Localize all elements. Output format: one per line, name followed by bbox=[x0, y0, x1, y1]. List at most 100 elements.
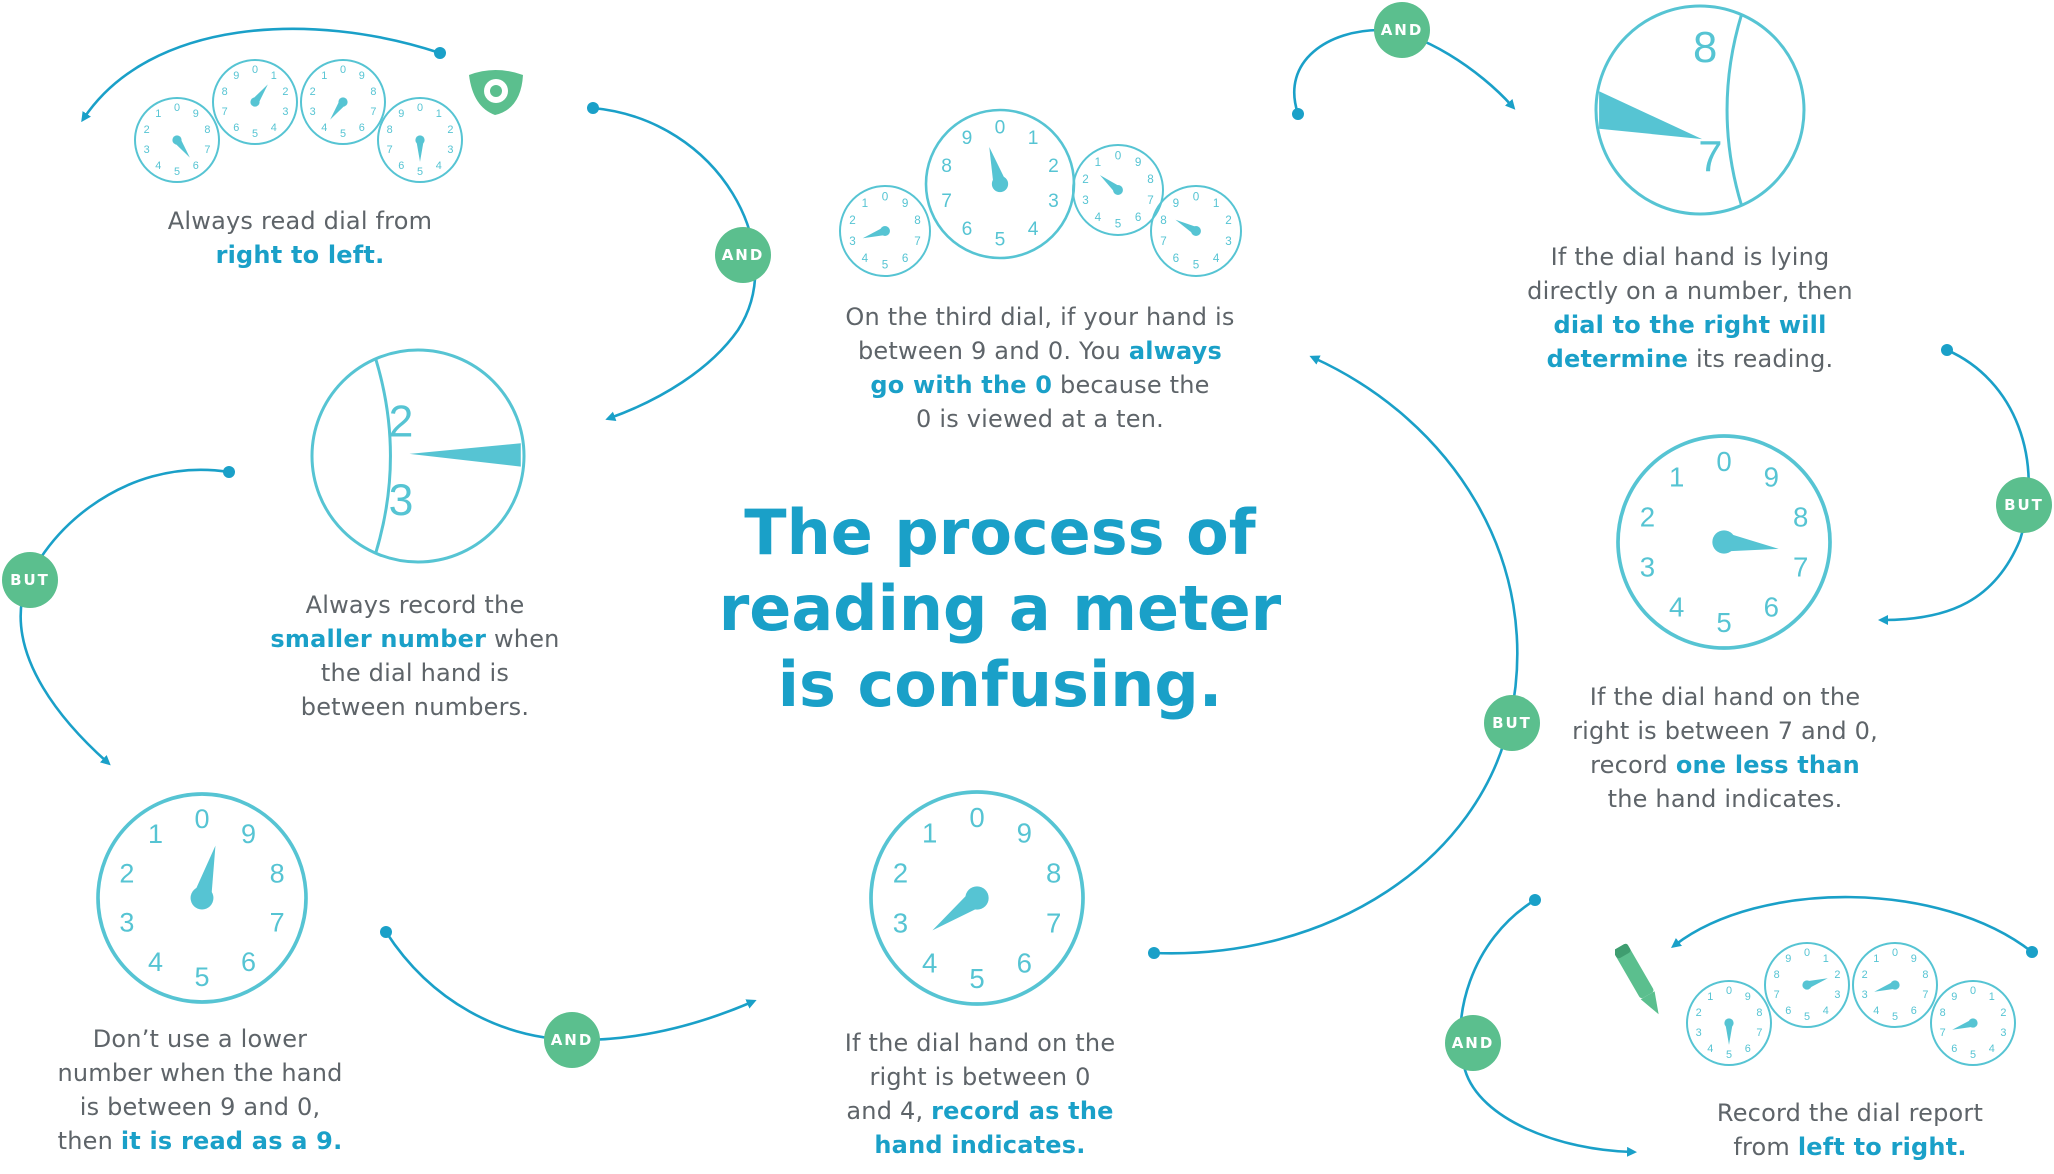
dial-digit: 5 bbox=[1892, 1011, 1898, 1023]
dial-digit: 0 bbox=[1716, 446, 1731, 477]
dial-digit: 0 bbox=[340, 64, 346, 76]
dial-digit: 9 bbox=[233, 70, 239, 82]
dial-digit: 5 bbox=[1970, 1049, 1976, 1061]
dial-digit: 3 bbox=[2000, 1027, 2006, 1039]
connector-start-dot bbox=[1148, 947, 1160, 959]
and-badge: AND bbox=[1374, 2, 1430, 58]
dial-digit: 0 bbox=[252, 64, 258, 76]
but-badge: BUT bbox=[1996, 477, 2052, 533]
dial-digit: 5 bbox=[1726, 1049, 1732, 1061]
dial-digit: 7 bbox=[1147, 194, 1154, 207]
dial-digit: 7 bbox=[1160, 235, 1167, 248]
dial-digit: 1 bbox=[922, 817, 937, 848]
dial-digit: 9 bbox=[1911, 953, 1917, 965]
dial-digit: 4 bbox=[148, 947, 163, 977]
dial-digit: 7 bbox=[914, 235, 921, 248]
dial-digit: 0 bbox=[1726, 985, 1732, 997]
dial-digit: 2 bbox=[849, 214, 856, 227]
dial-digit: 3 bbox=[447, 144, 453, 156]
dial-digit: 8 bbox=[1147, 173, 1154, 186]
zoomed-dial: 23 bbox=[310, 348, 526, 564]
dial-digit: 0 bbox=[1970, 985, 1976, 997]
dial-digit: 1 bbox=[1669, 461, 1684, 492]
dial-digit: 4 bbox=[1669, 592, 1684, 623]
dial-digit: 8 bbox=[370, 86, 376, 98]
dial-digit: 3 bbox=[849, 235, 856, 248]
but-badge: BUT bbox=[2, 552, 58, 608]
connector-arrow bbox=[1671, 895, 2033, 954]
dial-digit: 5 bbox=[1716, 607, 1731, 638]
connector-arrow bbox=[1878, 348, 2031, 625]
dial-digit: 1 bbox=[1028, 128, 1039, 149]
dial-digit: 5 bbox=[1193, 259, 1200, 272]
dial-digit: 2 bbox=[1696, 1007, 1702, 1019]
dial-digit: 7 bbox=[1756, 1027, 1762, 1039]
dial-digit: 2 bbox=[1862, 969, 1868, 981]
connector-start-dot bbox=[380, 926, 392, 938]
zoomed-dial: 87 bbox=[1594, 4, 1806, 216]
dial-digit: 7 bbox=[1922, 989, 1928, 1001]
dial-digit: 2 bbox=[1082, 173, 1089, 186]
step-caption-record-as-indicated: If the dial hand on the right is between… bbox=[844, 1029, 1116, 1159]
connector-start-dot bbox=[1529, 894, 1541, 906]
dial-digit: 3 bbox=[1640, 551, 1655, 582]
dial-digit: 2 bbox=[389, 398, 414, 447]
dial-digit: 2 bbox=[1640, 502, 1655, 533]
dial-digit: 8 bbox=[1793, 502, 1808, 533]
dial-digit: 5 bbox=[995, 230, 1006, 251]
dial-digit: 7 bbox=[1046, 907, 1061, 938]
dial-digit: 1 bbox=[155, 108, 161, 120]
dial-digit: 4 bbox=[1873, 1005, 1879, 1017]
connector-start-dot bbox=[1941, 344, 1953, 356]
dial-digit: 8 bbox=[1922, 969, 1928, 981]
connector-arrow bbox=[592, 106, 757, 422]
step-caption-one-less: If the dial hand on the right is between… bbox=[1572, 683, 1878, 813]
dial-digit: 5 bbox=[417, 166, 423, 178]
dial-digit: 0 bbox=[882, 190, 889, 203]
dial-digit: 1 bbox=[1213, 197, 1220, 210]
dial-digit: 1 bbox=[1873, 953, 1879, 965]
dial-digit: 9 bbox=[241, 819, 256, 849]
dial-digit: 2 bbox=[119, 859, 134, 889]
dial-digit: 9 bbox=[398, 108, 404, 120]
dial-digit: 9 bbox=[962, 128, 973, 149]
dial-digit: 6 bbox=[398, 160, 404, 172]
dial-digit: 2 bbox=[1048, 156, 1059, 177]
dial-digit: 8 bbox=[1756, 1007, 1762, 1019]
dial-digit: 6 bbox=[241, 947, 256, 977]
dial-digit: 3 bbox=[282, 106, 288, 118]
connector-arrow bbox=[81, 27, 441, 123]
dial-digit: 0 bbox=[969, 802, 984, 833]
dial-digit: 0 bbox=[174, 102, 180, 114]
dial-digit: 7 bbox=[204, 144, 210, 156]
step-caption-read-right-to-left: Always read dial from right to left. bbox=[167, 207, 433, 269]
dial-digit: 4 bbox=[155, 160, 161, 172]
dial-digit: 0 bbox=[1193, 190, 1200, 203]
dial-digit: 6 bbox=[1173, 252, 1180, 265]
dial-digit: 9 bbox=[1785, 953, 1791, 965]
dial-digit: 2 bbox=[310, 86, 316, 98]
dial-digit: 5 bbox=[1115, 218, 1122, 231]
dial-digit: 4 bbox=[1213, 252, 1220, 265]
dial-digit: 0 bbox=[1892, 947, 1898, 959]
dial-digit: 5 bbox=[194, 962, 209, 992]
dial-digit: 7 bbox=[270, 907, 285, 937]
dial-digit: 1 bbox=[1823, 953, 1829, 965]
dial-digit: 5 bbox=[1804, 1011, 1810, 1023]
dial-digit: 6 bbox=[1951, 1043, 1957, 1055]
step-caption-lying-on-number: If the dial hand is lying directly on a … bbox=[1527, 243, 1853, 373]
dial-digit: 8 bbox=[1693, 23, 1717, 72]
dial-digit: 8 bbox=[222, 86, 228, 98]
dial-digit: 8 bbox=[941, 156, 952, 177]
dial-digit: 0 bbox=[995, 117, 1006, 138]
